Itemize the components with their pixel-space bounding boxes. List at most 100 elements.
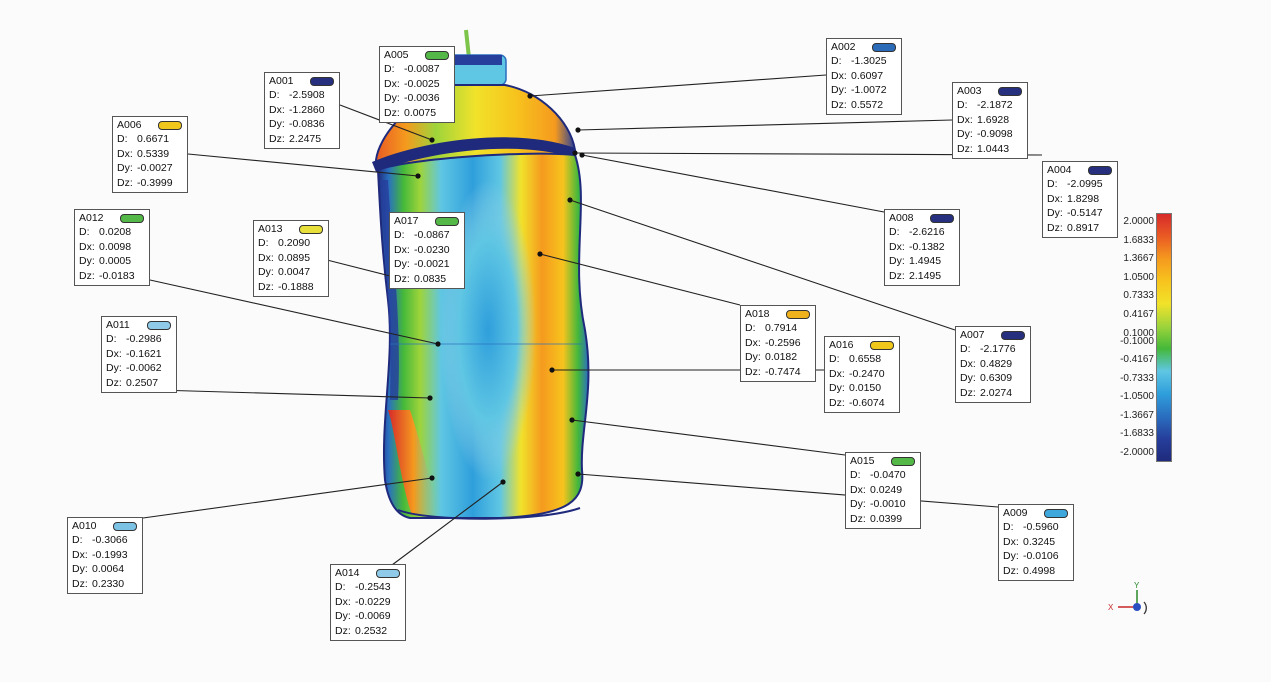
axis-triad-icon[interactable]: Y X <box>1104 580 1154 630</box>
field-value-dy: 0.0182 <box>765 351 798 364</box>
annotation-row-dz: Dz:0.0399 <box>850 512 915 527</box>
field-value-dz: -0.7474 <box>765 365 801 378</box>
field-value-dx: -0.1993 <box>92 548 128 561</box>
annotation-row-dz: Dz:-0.3999 <box>117 176 182 191</box>
field-value-dx: 1.8298 <box>1067 192 1100 205</box>
field-value-dx: -1.2860 <box>289 103 325 116</box>
annotation-header: A004 <box>1047 163 1112 177</box>
annotation-id: A011 <box>106 318 130 331</box>
anchor-points <box>395 93 585 485</box>
field-value-dy: 0.0064 <box>92 563 125 576</box>
field-value-d: -0.2543 <box>355 581 391 593</box>
field-label-d: D: <box>850 469 861 481</box>
field-value-dz: 0.0075 <box>404 106 437 119</box>
field-value-d: -0.0087 <box>404 63 440 75</box>
leader-line-a012 <box>149 279 439 345</box>
field-label-dx: Dx: <box>1003 535 1019 548</box>
annotation-row-dz: Dz:0.4998 <box>1003 564 1068 579</box>
annotation-color-swatch <box>998 86 1022 96</box>
field-value-dx: 0.0249 <box>870 483 903 496</box>
annotation-header: A015 <box>850 454 915 468</box>
annotation-row-d: D:-0.2543 <box>335 580 400 595</box>
field-value-d: 0.2090 <box>278 237 311 249</box>
field-value-d: -0.3066 <box>92 534 128 546</box>
annotation-header: A009 <box>1003 506 1068 520</box>
field-label-dy: Dy: <box>106 362 122 375</box>
annotation-row-dy: Dy:-0.9098 <box>957 127 1022 142</box>
field-value-dx: 0.6097 <box>851 69 884 82</box>
field-value-dx: 0.3245 <box>1023 535 1056 548</box>
annotation-row-dy: Dy:-1.0072 <box>831 83 896 98</box>
annotation-color-swatch <box>786 309 810 319</box>
anchor-dot-a008 <box>579 152 585 158</box>
annotation-row-dz: Dz:2.2475 <box>269 132 334 147</box>
field-label-d: D: <box>831 55 842 67</box>
annotation-row-dx: Dx:-0.1993 <box>72 548 137 563</box>
field-label-dx: Dx: <box>335 595 351 608</box>
field-label-dz: Dz: <box>394 272 410 285</box>
legend-tick-label: 1.6833 <box>1123 235 1154 246</box>
annotation-row-dx: Dx:0.6097 <box>831 69 896 84</box>
field-value-dz: 0.0399 <box>870 512 903 525</box>
field-value-dx: 0.4829 <box>980 357 1013 370</box>
field-label-d: D: <box>79 226 90 238</box>
annotation-header: A014 <box>335 566 400 580</box>
field-value-d: -2.0995 <box>1067 178 1103 190</box>
annotation-row-d: D:0.6558 <box>829 352 894 367</box>
field-label-dz: Dz: <box>957 142 973 155</box>
field-value-d: -0.5960 <box>1023 521 1059 533</box>
annotation-row-d: D:-1.3025 <box>831 54 896 69</box>
field-label-dy: Dy: <box>1003 550 1019 563</box>
legend-tick-label: -1.6833 <box>1120 428 1154 439</box>
annotation-row-dz: Dz:1.0443 <box>957 142 1022 157</box>
annotation-color-swatch <box>147 320 171 330</box>
anchor-dot-a004 <box>572 150 578 156</box>
legend-tick-label: -2.0000 <box>1120 447 1154 458</box>
annotation-row-dy: Dy:-0.0010 <box>850 497 915 512</box>
annotation-row-dy: Dy:-0.0836 <box>269 117 334 132</box>
shoulder-ridge <box>372 137 575 172</box>
leader-line-a008 <box>581 154 885 213</box>
annotation-header: A012 <box>79 211 144 225</box>
field-label-dy: Dy: <box>957 128 973 141</box>
annotation-id: A009 <box>1003 506 1028 519</box>
annotation-header: A010 <box>72 519 137 533</box>
field-value-dy: -0.0106 <box>1023 550 1059 563</box>
field-value-dz: 0.2330 <box>92 577 125 590</box>
annotation-color-swatch <box>1044 508 1068 518</box>
annotation-color-swatch <box>376 568 400 578</box>
annotation-header: A003 <box>957 84 1022 98</box>
field-label-dx: Dx: <box>850 483 866 496</box>
anchor-dot-a014 <box>500 479 506 485</box>
annotation-color-swatch <box>891 456 915 466</box>
annotation-row-dy: Dy:1.4945 <box>889 254 954 269</box>
anchor-dot-a001 <box>429 137 435 143</box>
annotation-row-dx: Dx:-0.1382 <box>889 240 954 255</box>
annotation-id: A001 <box>269 74 294 87</box>
field-label-dz: Dz: <box>829 396 845 409</box>
field-label-dy: Dy: <box>889 255 905 268</box>
annotation-row-dy: Dy:-0.0036 <box>384 91 449 106</box>
field-label-d: D: <box>394 229 405 241</box>
